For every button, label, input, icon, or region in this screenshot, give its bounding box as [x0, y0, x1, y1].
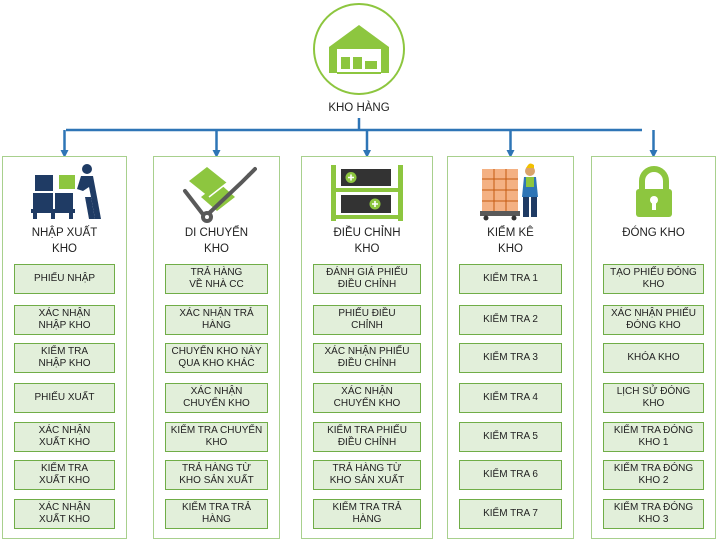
warehouse-icon	[329, 25, 389, 74]
item-kiem-tra-4[interactable]: KIỂM TRA 4	[459, 383, 562, 413]
column-kiem-ke-kho: KIỂM KÊ KHO KIỂM TRA 1 KIỂM TRA 2 KIỂM T…	[447, 156, 574, 539]
root-label: KHO HÀNG	[328, 102, 390, 114]
item-khoa-kho[interactable]: KHÓA KHO	[603, 343, 704, 373]
column-title: ĐIỀU CHỈNH KHO	[333, 227, 401, 255]
worker-with-boxes-icon	[30, 164, 101, 219]
item-xac-nhan-xuat-kho[interactable]: XÁC NHẬN XUẤT KHO	[14, 422, 115, 452]
column-title: KIỂM KÊ KHO	[487, 227, 534, 255]
item-danh-gia-phieu-dieu-chinh[interactable]: ĐÁNH GIÁ PHIẾU ĐIỀU CHỈNH	[313, 264, 421, 294]
column-dong-kho: ĐÓNG KHO TẠO PHIẾU ĐÓNG KHO XÁC NHẬN PHI…	[591, 156, 716, 539]
item-xac-nhan-tra-hang[interactable]: XÁC NHẬN TRẢ HÀNG	[165, 305, 268, 335]
item-xac-nhan-chuyen-kho[interactable]: XÁC NHẬN CHUYỂN KHO	[165, 383, 268, 413]
hand-truck-icon	[182, 167, 257, 223]
item-kiem-tra-dong-kho-2[interactable]: KIỂM TRA ĐÓNG KHO 2	[603, 460, 704, 490]
item-kiem-tra-nhap-kho[interactable]: KIỂM TRA NHẬP KHO	[14, 343, 115, 373]
column-icon-wrapper	[154, 161, 279, 227]
item-phieu-nhap[interactable]: PHIẾU NHẬP	[14, 264, 115, 294]
item-kiem-tra-tra-hang[interactable]: KIỂM TRA TRẢ HÀNG	[313, 499, 421, 529]
column-icon-wrapper	[302, 161, 432, 227]
item-kiem-tra-6[interactable]: KIỂM TRA 6	[459, 460, 562, 490]
item-tao-phieu-dong-kho[interactable]: TẠO PHIẾU ĐÓNG KHO	[603, 264, 704, 294]
item-kiem-tra-3[interactable]: KIỂM TRA 3	[459, 343, 562, 373]
column-nhap-xuat-kho: NHẬP XUẤT KHO PHIẾU NHẬP XÁC NHẬN NHẬP K…	[2, 156, 127, 539]
item-chuyen-kho-nay-qua-kho-khac[interactable]: CHUYỂN KHO NÀY QUA KHO KHÁC	[165, 343, 268, 373]
column-icon-wrapper	[592, 161, 715, 227]
item-lich-su-dong-kho[interactable]: LỊCH SỬ ĐÓNG KHO	[603, 383, 704, 413]
item-tra-hang-ve-nha-cc[interactable]: TRẢ HÀNG VỀ NHÀ CC	[165, 264, 268, 294]
item-kiem-tra-phieu-dieu-chinh[interactable]: KIỂM TRA PHIẾU ĐIỀU CHỈNH	[313, 422, 421, 452]
column-title: ĐÓNG KHO	[622, 227, 685, 239]
root-warehouse-node	[313, 3, 405, 95]
item-tra-hang-tu-kho-san-xuat[interactable]: TRẢ HÀNG TỪ KHO SẢN XUẤT	[165, 460, 268, 490]
item-kiem-tra-chuyen-kho[interactable]: KIỂM TRA CHUYỂN KHO	[165, 422, 268, 452]
item-kiem-tra-tra-hang[interactable]: KIỂM TRA TRẢ HÀNG	[165, 499, 268, 529]
item-phieu-dieu-chinh[interactable]: PHIẾU ĐIỀU CHỈNH	[313, 305, 421, 335]
column-title: NHẬP XUẤT KHO	[31, 227, 98, 255]
lock-icon	[635, 166, 672, 217]
item-kiem-tra-2[interactable]: KIỂM TRA 2	[459, 305, 562, 335]
item-kiem-tra-7[interactable]: KIỂM TRA 7	[459, 499, 562, 529]
item-xac-nhan-chuyen-kho[interactable]: XÁC NHẬN CHUYỂN KHO	[313, 383, 421, 413]
item-kiem-tra-xuat-kho[interactable]: KIỂM TRA XUẤT KHO	[14, 460, 115, 490]
item-kiem-tra-1[interactable]: KIỂM TRA 1	[459, 264, 562, 294]
column-dieu-chinh-kho: ĐIỀU CHỈNH KHO ĐÁNH GIÁ PHIẾU ĐIỀU CHỈNH…	[301, 156, 433, 539]
item-kiem-tra-dong-kho-1[interactable]: KIỂM TRA ĐÓNG KHO 1	[603, 422, 704, 452]
item-xac-nhan-xuat-kho-2[interactable]: XÁC NHẬN XUẤT KHO	[14, 499, 115, 529]
column-icon-wrapper	[3, 161, 126, 227]
item-kiem-tra-dong-kho-3[interactable]: KIỂM TRA ĐÓNG KHO 3	[603, 499, 704, 529]
item-tra-hang-tu-kho-san-xuat[interactable]: TRẢ HÀNG TỪ KHO SẢN XUẤT	[313, 460, 421, 490]
item-xac-nhan-phieu-dong-kho[interactable]: XÁC NHẬN PHIẾU ĐÓNG KHO	[603, 305, 704, 335]
column-di-chuyen-kho: DI CHUYỂN KHO TRẢ HÀNG VỀ NHÀ CC XÁC NHẬ…	[153, 156, 280, 539]
item-xac-nhan-phieu-dieu-chinh[interactable]: XÁC NHẬN PHIẾU ĐIỀU CHỈNH	[313, 343, 421, 373]
column-title: DI CHUYỂN KHO	[184, 227, 249, 255]
column-icon-wrapper	[448, 161, 573, 227]
shelf-add-icon	[331, 165, 403, 221]
item-xac-nhan-nhap-kho[interactable]: XÁC NHẬN NHẬP KHO	[14, 305, 115, 335]
item-kiem-tra-5[interactable]: KIỂM TRA 5	[459, 422, 562, 452]
item-phieu-xuat[interactable]: PHIẾU XUẤT	[14, 383, 115, 413]
inventory-pallet-icon	[479, 163, 538, 221]
